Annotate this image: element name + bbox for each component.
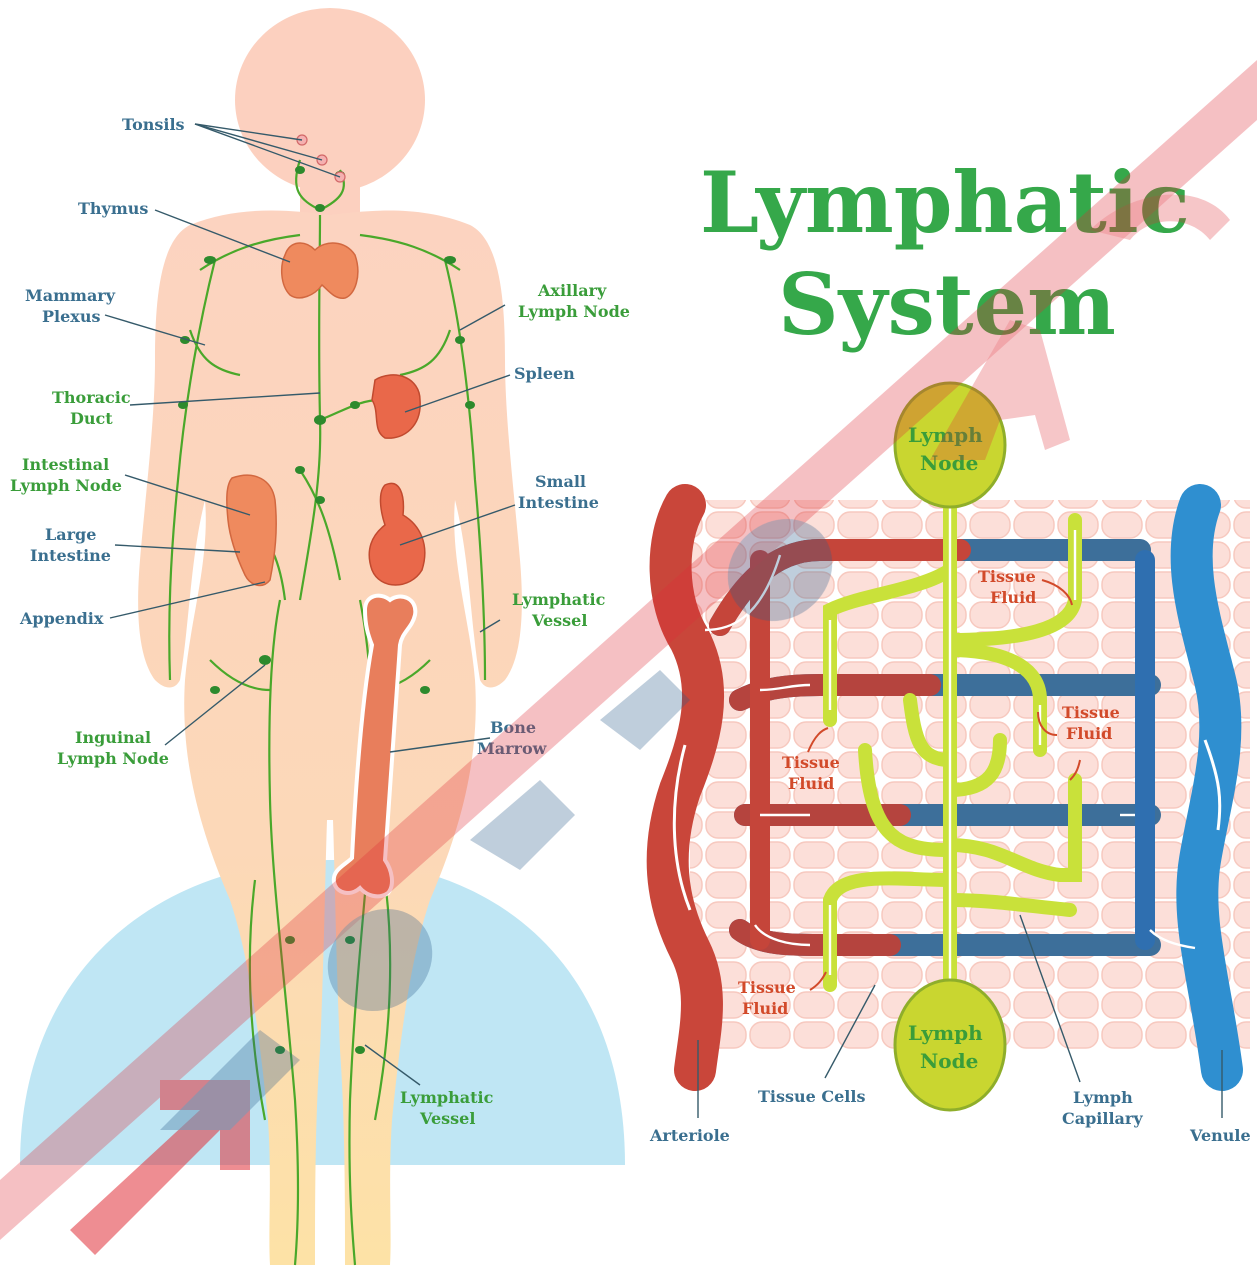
capillary-diagram: Lymph Node Lymph Node Tissue Fluid Tissu…: [649, 383, 1251, 1145]
tissue-fluid-2-line-1: Tissue: [1062, 703, 1120, 722]
label-lower-vessel-1: Lymphatic: [400, 1088, 494, 1107]
label-venule: Venule: [1189, 1126, 1251, 1145]
label-small-2: Intestine: [518, 493, 599, 512]
tissue-fluid-1-line-1: Tissue: [978, 567, 1036, 586]
tissue-fluid-2-line-2: Fluid: [1066, 724, 1112, 743]
label-small-1: Small: [535, 472, 586, 491]
lymph-node-bottom: [895, 980, 1005, 1110]
tissue-fluid-3-line-1: Tissue: [782, 753, 840, 772]
label-axillary-1: Axillary: [537, 281, 607, 300]
label-lymphatic-vessel-2: Vessel: [531, 611, 587, 630]
label-tissue-cells: Tissue Cells: [758, 1087, 865, 1106]
label-lymphatic-vessel-1: Lymphatic: [512, 590, 606, 609]
tissue-fluid-4-line-1: Tissue: [738, 978, 796, 997]
label-lymph-capillary-2: Capillary: [1062, 1109, 1143, 1128]
label-mammary-1: Mammary: [25, 286, 116, 305]
label-mammary-2: Plexus: [42, 307, 100, 326]
label-inguinal-2: Lymph Node: [57, 749, 169, 768]
label-large-1: Large: [45, 525, 96, 544]
label-intestinal-2: Lymph Node: [10, 476, 122, 495]
label-arteriole: Arteriole: [649, 1126, 730, 1145]
label-axillary-2: Lymph Node: [518, 302, 630, 321]
label-lower-vessel-2: Vessel: [419, 1109, 475, 1128]
lymph-node-bottom-line-2: Node: [920, 1049, 978, 1073]
label-thymus: Thymus: [78, 199, 148, 218]
tissue-fluid-1-line-2: Fluid: [990, 588, 1036, 607]
label-thoracic-1: Thoracic: [52, 388, 131, 407]
lymph-node-bottom-line-1: Lymph: [908, 1021, 983, 1045]
head: [235, 8, 425, 192]
tissue-fluid-3-line-2: Fluid: [788, 774, 834, 793]
label-large-2: Intestine: [30, 546, 111, 565]
label-lymph-capillary-1: Lymph: [1073, 1088, 1133, 1107]
label-appendix: Appendix: [19, 609, 104, 628]
label-tonsils: Tonsils: [122, 115, 185, 134]
body-figure: [20, 8, 625, 1265]
label-inguinal-1: Inguinal: [75, 728, 151, 747]
tissue-fluid-4-line-2: Fluid: [742, 999, 788, 1018]
label-intestinal-1: Intestinal: [22, 455, 109, 474]
label-spleen: Spleen: [514, 364, 575, 383]
label-thoracic-2: Duct: [70, 409, 113, 428]
